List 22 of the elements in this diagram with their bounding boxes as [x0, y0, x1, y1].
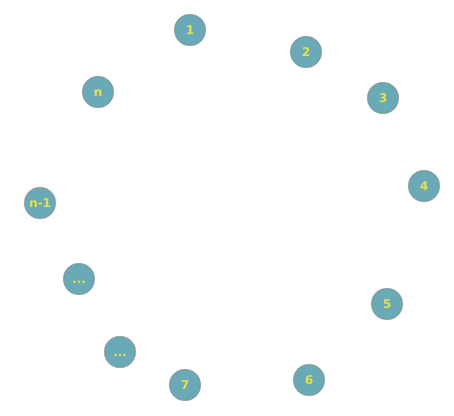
- circle-node: [24, 187, 56, 219]
- node-label: ...: [113, 345, 127, 359]
- circle-node: [104, 336, 136, 368]
- circle-node: [371, 288, 403, 320]
- node-label: n: [94, 85, 102, 99]
- node-label: 2: [302, 45, 310, 59]
- circle-node: [367, 82, 399, 114]
- circle-node: [82, 76, 114, 108]
- circle-node: [290, 36, 322, 68]
- node-label: ...: [72, 272, 86, 286]
- circle-node: [169, 369, 201, 401]
- node-label: 5: [382, 297, 392, 311]
- circle-node: [408, 170, 440, 202]
- circle-node: [293, 364, 325, 396]
- circle-node: [174, 14, 206, 46]
- node-label: 4: [420, 179, 428, 193]
- node-label: 1: [186, 23, 194, 37]
- circle-node: [63, 263, 95, 295]
- node-label: 7: [180, 378, 190, 392]
- node-label: 6: [304, 373, 314, 387]
- node-label: 3: [378, 91, 388, 105]
- node-label: n-1: [29, 196, 51, 210]
